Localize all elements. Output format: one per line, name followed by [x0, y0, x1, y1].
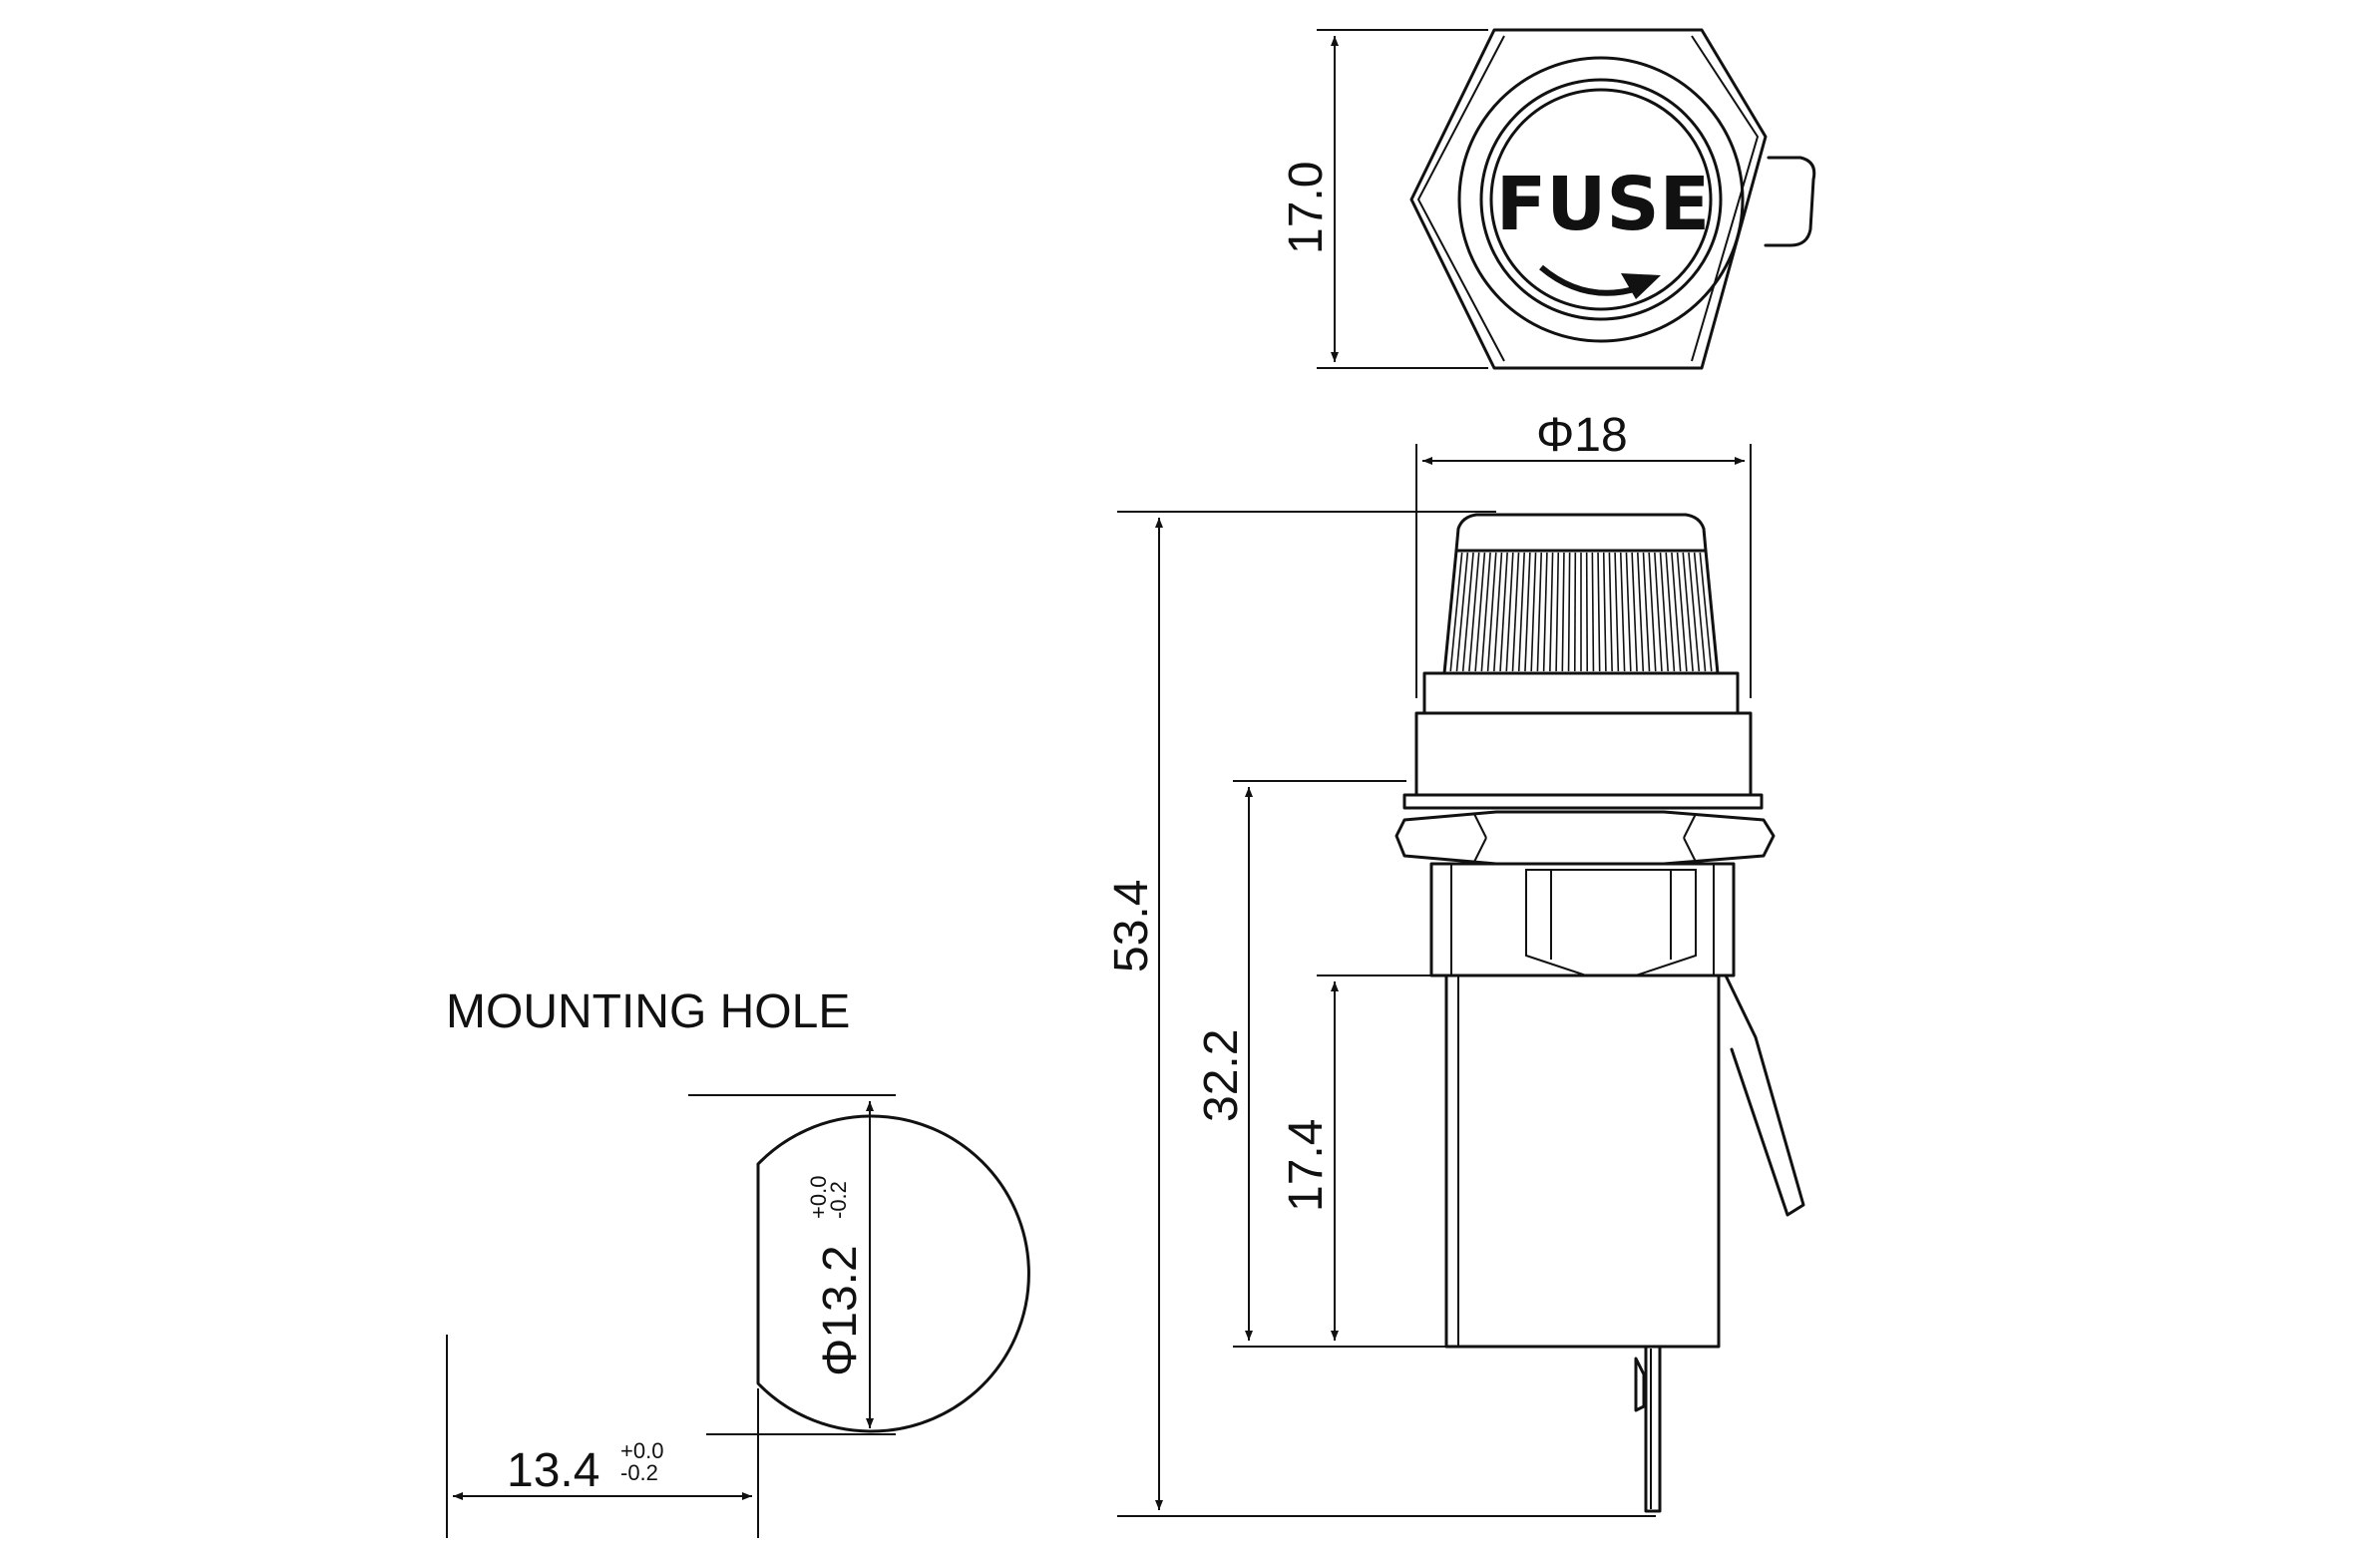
knurl-line [1637, 552, 1645, 672]
knurl-line [1688, 552, 1701, 672]
mounting-hole-outline [756, 1114, 1030, 1433]
washer [1402, 793, 1764, 810]
knurl-line [1511, 552, 1520, 672]
knurl-line [1567, 552, 1571, 672]
side-solder-tab [1724, 974, 1805, 1217]
knurl-line [1468, 552, 1480, 672]
cap-outer-ring [1457, 56, 1745, 343]
knurl-line [1654, 552, 1663, 672]
top-view: FUSE 17.0 [1280, 28, 1816, 370]
knurl-line [1480, 552, 1491, 672]
hole-width-tol-minus: -0.2 [620, 1460, 658, 1485]
knurl-line [1642, 552, 1651, 672]
knurl-line [1461, 552, 1474, 672]
knurl-line [1536, 552, 1543, 672]
insulator-body [1444, 974, 1721, 1349]
knurl-line [1499, 552, 1508, 672]
hole-width-tol-plus: +0.0 [620, 1438, 663, 1463]
knurl-line [1665, 552, 1676, 672]
cap-dome [1454, 513, 1708, 553]
hole-diameter-tol-minus: -0.2 [826, 1181, 851, 1219]
knurl-line [1693, 552, 1707, 672]
fuse-cap-label: FUSE [1496, 162, 1710, 247]
knurl-line [1631, 552, 1638, 672]
knurl-line [1573, 552, 1577, 672]
knurl-line [1455, 552, 1469, 672]
knurl-line [1555, 552, 1560, 672]
knurl-line [1614, 552, 1620, 672]
knurl-line [1676, 552, 1688, 672]
terminal-pin [1644, 1345, 1662, 1513]
cap-inner-ring [1479, 78, 1723, 321]
terminal-length-label: 17.4 [1280, 1119, 1333, 1212]
knurl-line [1524, 552, 1531, 672]
knurl-line [1659, 552, 1669, 672]
knurl-line [1549, 552, 1554, 672]
cap-face [1489, 88, 1713, 311]
top-height-label: 17.0 [1280, 162, 1333, 254]
hex-nut-outline [1409, 28, 1768, 370]
cap-collar [1422, 671, 1740, 715]
body-length-label: 32.2 [1195, 1029, 1248, 1122]
cap-knurling [1449, 552, 1713, 672]
mounting-hole-view: MOUNTING HOLE Φ13.2 +0.0 -0.2 13.4 +0.0 … [446, 985, 1030, 1538]
knurl-line [1474, 552, 1486, 672]
knurl-line [1530, 552, 1537, 672]
side-view: Φ18 53.4 [1105, 409, 1805, 1517]
knurl-line [1591, 552, 1595, 672]
knurl-line [1597, 552, 1601, 672]
mounting-hole-title: MOUNTING HOLE [446, 985, 850, 1038]
total-length-label: 53.4 [1105, 880, 1158, 973]
knurl-line [1561, 552, 1565, 672]
panel-nut [1394, 810, 1776, 866]
hole-diameter-label: Φ13.2 [814, 1245, 867, 1376]
knurl-line [1449, 552, 1463, 672]
knurl-line [1493, 552, 1503, 672]
knurl-line [1585, 552, 1589, 672]
knurl-line [1608, 552, 1613, 672]
knurl-line [1682, 552, 1694, 672]
knurl-line [1648, 552, 1657, 672]
hole-width-label: 13.4 [507, 1444, 599, 1497]
knurl-line [1619, 552, 1626, 672]
knurl-line [1671, 552, 1682, 672]
solder-tab-top [1764, 156, 1816, 247]
rotate-arrow-icon [1539, 264, 1642, 296]
knurl-line [1542, 552, 1548, 672]
knurl-line [1625, 552, 1632, 672]
bottom-terminal [1634, 1357, 1646, 1412]
cap-diameter-label: Φ18 [1536, 409, 1628, 462]
knurl-line [1699, 552, 1713, 672]
knurl-line [1517, 552, 1525, 672]
knurl-line [1602, 552, 1607, 672]
knurl-line [1486, 552, 1497, 672]
hole-diameter-tol-plus: +0.0 [806, 1176, 831, 1219]
knurl-line [1505, 552, 1514, 672]
body-flange [1414, 711, 1753, 797]
